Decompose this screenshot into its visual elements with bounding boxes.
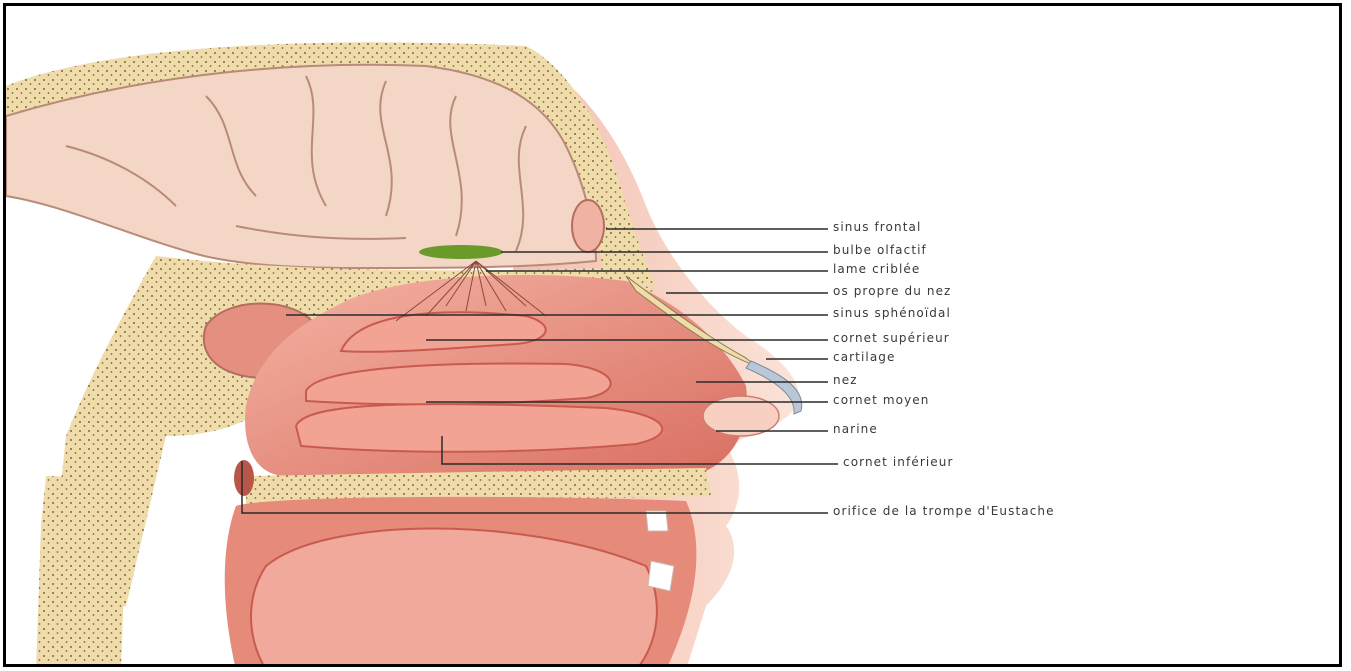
inferior-turbinate xyxy=(296,404,662,452)
label-sinus-sphenoidal: sinus sphénoïdal xyxy=(833,306,951,320)
cervical-spine xyxy=(36,476,126,667)
tongue xyxy=(251,529,657,668)
eustachian-orifice xyxy=(234,460,254,496)
label-cornet-inferieur: cornet inférieur xyxy=(843,455,954,469)
frontal-sinus xyxy=(572,200,604,252)
label-bulbe-olfactif: bulbe olfactif xyxy=(833,243,927,257)
label-cornet-moyen: cornet moyen xyxy=(833,393,930,407)
label-os-propre-du-nez: os propre du nez xyxy=(833,284,951,298)
nasal-cavity-illustration xyxy=(6,6,1342,667)
label-lame-criblee: lame criblée xyxy=(833,262,920,276)
label-orifice-trompe-eustache: orifice de la trompe d'Eustache xyxy=(833,504,1055,518)
label-cornet-superieur: cornet supérieur xyxy=(833,331,950,345)
olfactory-bulb xyxy=(419,245,503,259)
label-cartilage: cartilage xyxy=(833,350,896,364)
label-nez: nez xyxy=(833,373,858,387)
label-sinus-frontal: sinus frontal xyxy=(833,220,921,234)
diagram-frame: sinus frontal bulbe olfactif lame criblé… xyxy=(3,3,1342,667)
brain xyxy=(6,65,596,268)
label-narine: narine xyxy=(833,422,878,436)
